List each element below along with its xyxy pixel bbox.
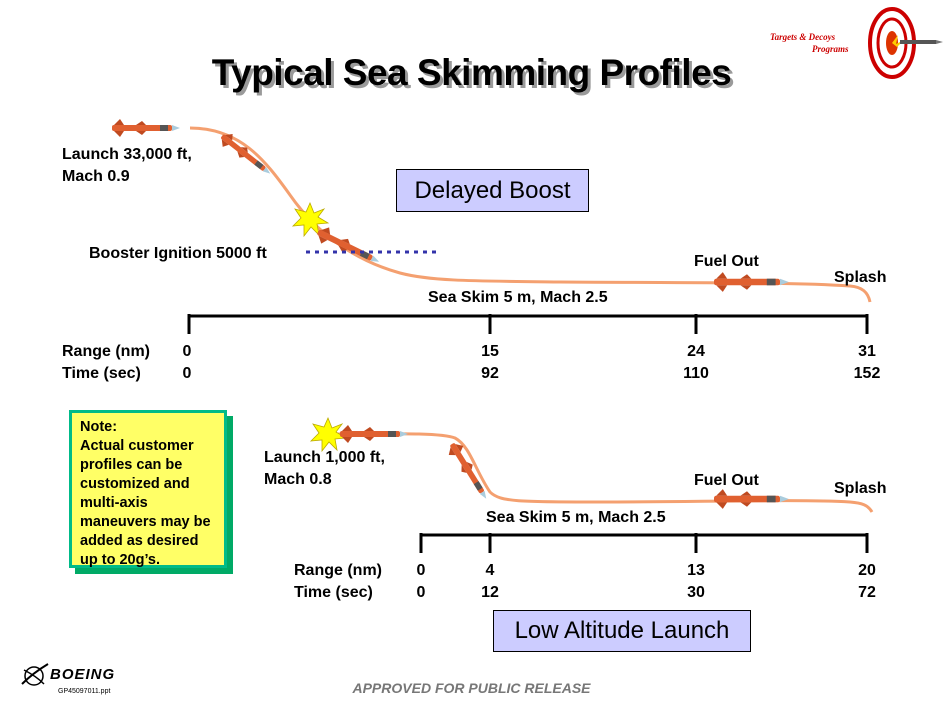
profile2-range-label: Range (nm) xyxy=(294,562,382,579)
profile2-range-value: 13 xyxy=(687,562,705,579)
profile1-time-value: 0 xyxy=(182,365,192,382)
profile2-splash-label: Splash xyxy=(834,480,887,497)
profile1-time-value: 152 xyxy=(853,365,881,382)
profile2-range-value: 0 xyxy=(416,562,426,579)
missile-icon xyxy=(112,119,180,137)
note-line: Note: xyxy=(80,419,118,435)
profile2-time-value: 12 xyxy=(481,584,499,601)
profile1-splash-label: Splash xyxy=(834,269,887,286)
boeing-logo-icon xyxy=(21,663,49,686)
note-line: maneuvers may be xyxy=(80,514,211,530)
note-line: profiles can be xyxy=(80,457,183,473)
boeing-wordmark: BOEING xyxy=(50,666,116,683)
target-logo-icon xyxy=(868,7,943,79)
profile1-time-value: 92 xyxy=(481,365,499,382)
document-id: GP45097011.ppt xyxy=(58,688,111,695)
note-line: multi-axis xyxy=(80,495,148,511)
profile2-range-value: 20 xyxy=(858,562,876,579)
profile1-title-box: Delayed Boost xyxy=(396,169,589,212)
profile2-time-value: 0 xyxy=(416,584,426,601)
profile1-axis xyxy=(187,314,869,334)
profile2-title-box: Low Altitude Launch xyxy=(493,610,751,652)
note-line: customized and xyxy=(80,476,190,492)
profile1-trajectory xyxy=(189,126,872,303)
profile2-time-value: 72 xyxy=(858,584,876,601)
profile2-trajectory xyxy=(329,432,874,513)
profile2-fuel-out-label: Fuel Out xyxy=(694,472,759,489)
release-statement: APPROVED FOR PUBLIC RELEASE xyxy=(352,680,591,696)
profile1-launch-label: Launch 33,000 ft, Mach 0.9 xyxy=(62,146,192,185)
profile2-launch-label: Launch 1,000 ft, Mach 0.8 xyxy=(264,449,385,488)
note-line: up to 20g’s. xyxy=(80,552,161,568)
profile1-time-value: 110 xyxy=(683,365,709,382)
profile1-range-value: 15 xyxy=(481,343,499,360)
profile1-fuel-out-label: Fuel Out xyxy=(694,253,759,270)
profile1-range-label: Range (nm) xyxy=(62,343,150,360)
profile1-time-label: Time (sec) xyxy=(62,365,141,382)
note-line: added as desired xyxy=(80,533,199,549)
missile-icon xyxy=(444,439,494,504)
profile2-axis xyxy=(419,533,869,553)
profile2-range-value: 4 xyxy=(485,562,495,579)
profile2-time-label: Time (sec) xyxy=(294,584,373,601)
note-line: Actual customer xyxy=(80,438,194,454)
logo-line2: Programs xyxy=(812,44,849,54)
booster-ignition-label: Booster Ignition 5000 ft xyxy=(89,245,267,262)
profile2-sea-skim-label: Sea Skim 5 m, Mach 2.5 xyxy=(486,509,666,526)
missile-icon xyxy=(714,272,789,292)
note-box: Note: Actual customer profiles can be cu… xyxy=(69,410,227,568)
profile2-time-value: 30 xyxy=(687,584,705,601)
page-title: Typical Sea Skimming Profiles xyxy=(211,52,732,93)
profile1-range-value: 31 xyxy=(858,343,876,360)
missile-icon xyxy=(340,425,408,443)
profile1-range-value: 0 xyxy=(182,343,192,360)
profile1-range-value: 24 xyxy=(687,343,705,360)
missile-icon xyxy=(714,489,789,509)
profile1-sea-skim-label: Sea Skim 5 m, Mach 2.5 xyxy=(428,289,608,306)
logo-line1: Targets & Decoys xyxy=(770,32,836,42)
missile-icon xyxy=(217,129,276,181)
